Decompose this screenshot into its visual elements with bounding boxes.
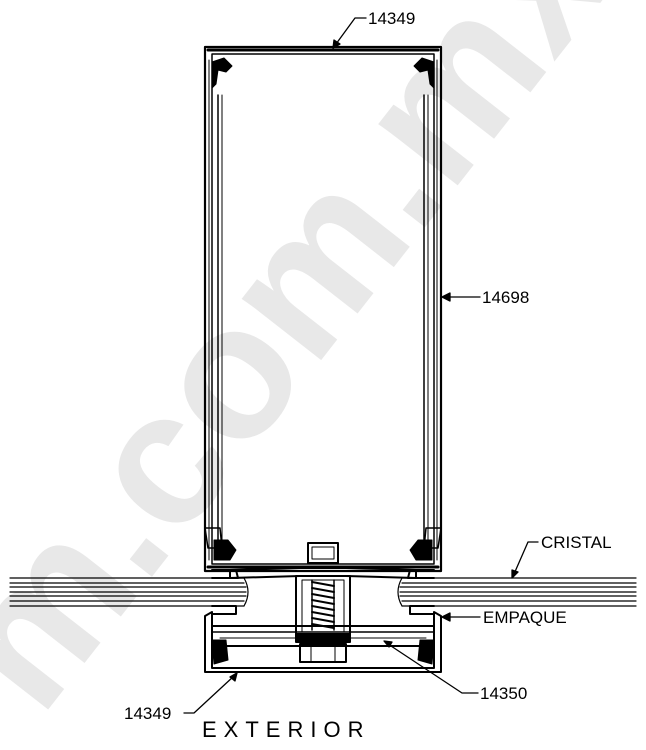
label-exterior: EXTERIOR — [202, 717, 370, 742]
label-bottom-profile: 14349 — [124, 704, 171, 723]
label-gasket: EMPAQUE — [483, 608, 567, 627]
gasket-left — [211, 569, 239, 615]
top-right-snap — [413, 57, 435, 89]
label-side-profile: 14698 — [482, 288, 529, 307]
bottom-left-snap — [204, 527, 237, 561]
bottom-right-snap — [409, 527, 442, 561]
bottom-cap-profile — [204, 611, 442, 673]
leader-side — [441, 292, 481, 302]
screw-head-block — [307, 542, 339, 564]
glass-left — [9, 577, 249, 607]
label-glass: CRISTAL — [541, 533, 612, 552]
leader-gasket — [441, 612, 481, 622]
label-cap-profile: 14350 — [480, 684, 527, 703]
top-left-snap — [211, 57, 233, 89]
leader-bottom — [183, 672, 238, 714]
label-top-profile: 14349 — [368, 9, 415, 28]
leader-top — [332, 17, 367, 49]
leader-cap — [383, 640, 479, 694]
screw — [295, 575, 351, 635]
glass-right — [397, 577, 637, 607]
leader-glass — [511, 541, 539, 579]
gasket-right — [407, 569, 435, 615]
nut — [299, 643, 347, 663]
